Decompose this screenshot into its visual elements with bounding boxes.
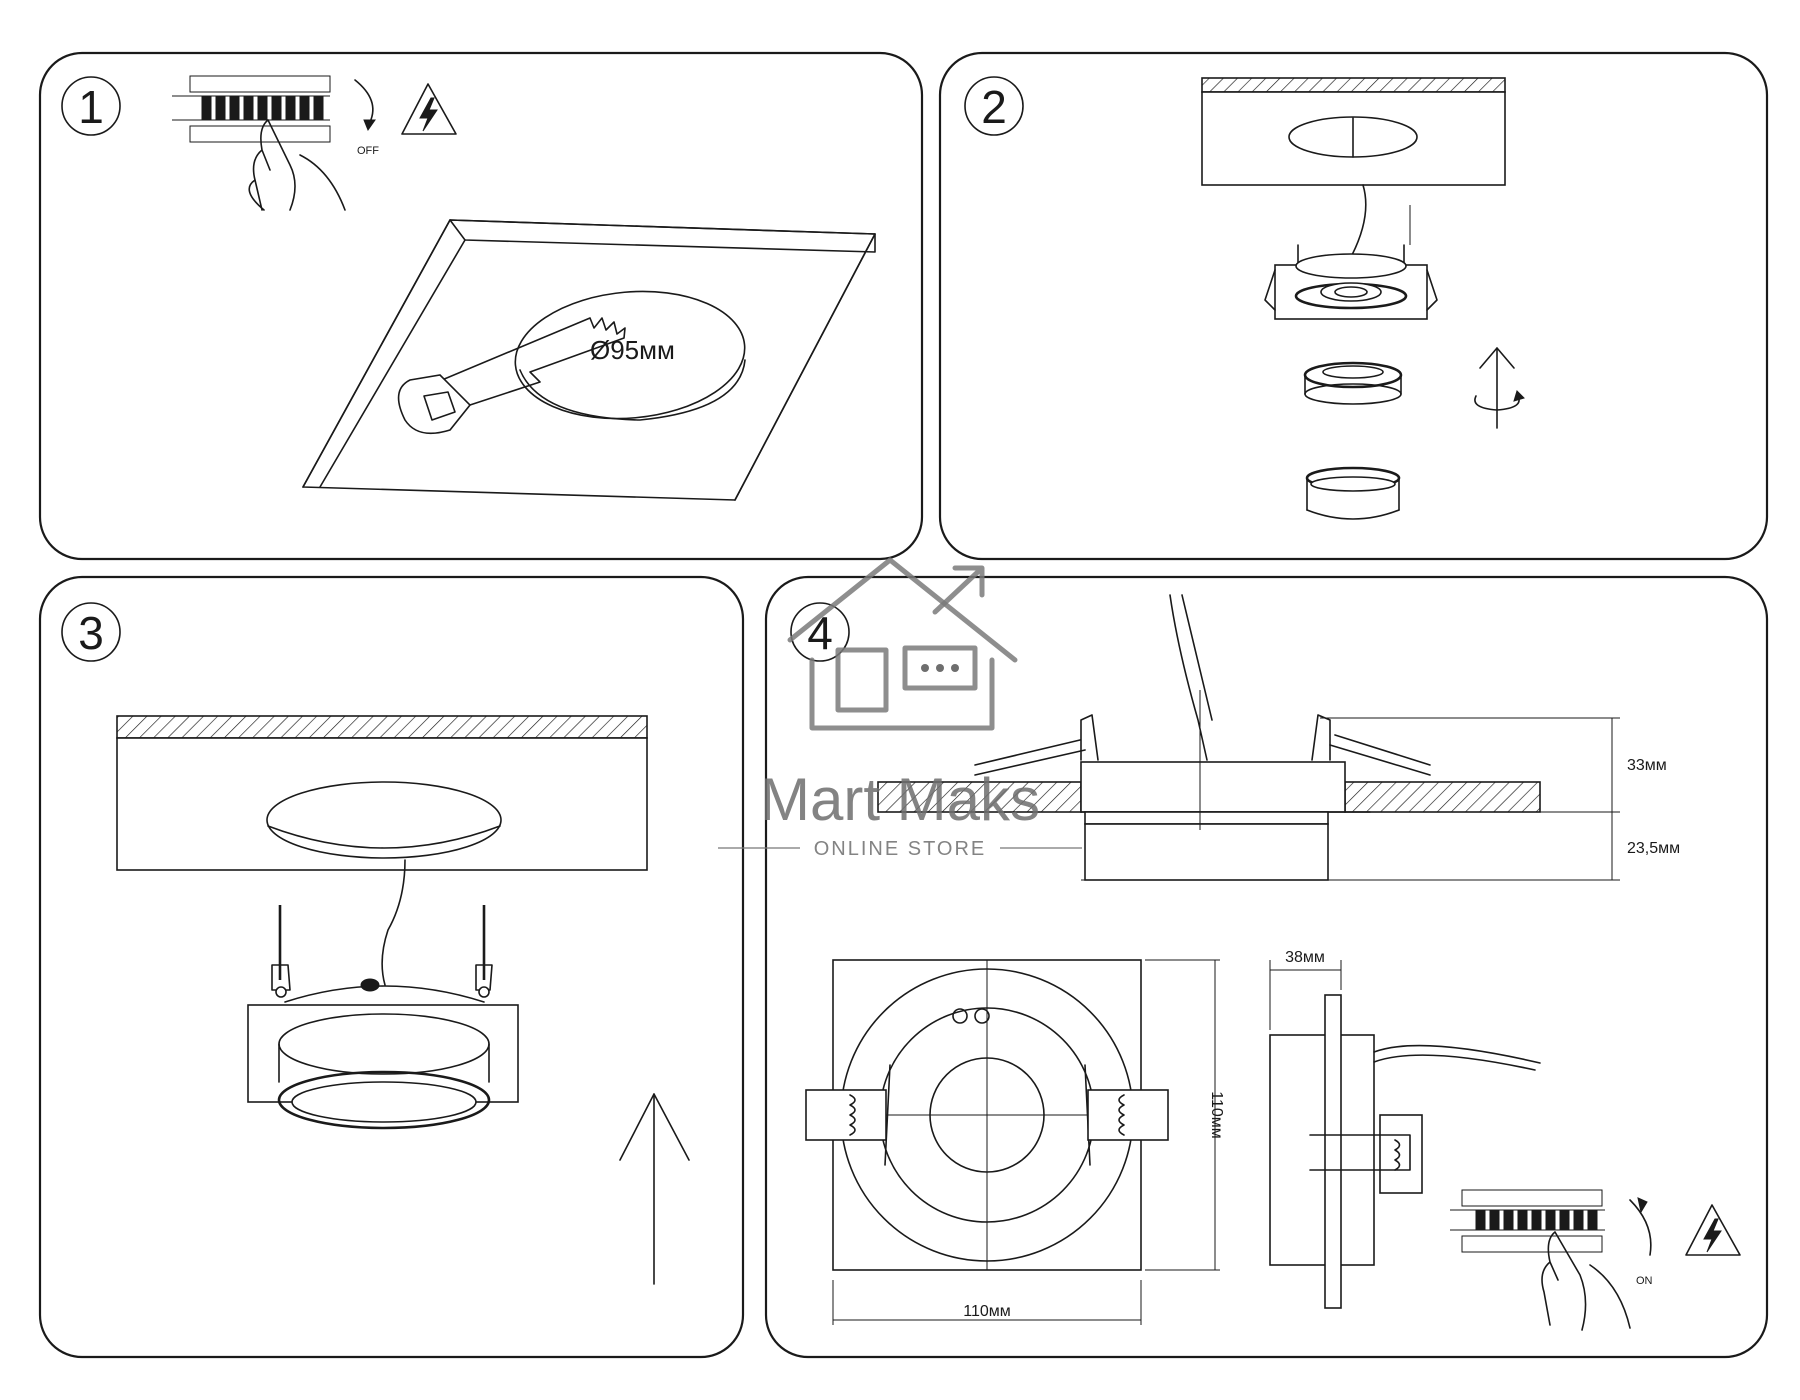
step-1-panel: 1 OFF xyxy=(38,51,924,561)
step-3-badge xyxy=(61,602,121,662)
ceiling-section xyxy=(116,715,648,871)
turn-off-arrow-icon xyxy=(354,79,374,123)
power-cable xyxy=(1351,184,1367,256)
cut-hole xyxy=(514,290,746,421)
push-up-arrow-icon xyxy=(619,1093,690,1285)
switch-on-label: ON xyxy=(1636,1275,1653,1287)
dim-side-depth: 38мм xyxy=(1285,949,1325,966)
watermark-brand: Mart Maks xyxy=(760,766,1040,833)
dim-height-bottom: 23,5мм xyxy=(1627,840,1680,857)
high-voltage-warning-icon xyxy=(1685,1204,1741,1256)
hand-icon xyxy=(248,119,346,211)
step-3-panel: 3 xyxy=(38,575,745,1359)
hand-icon xyxy=(1541,1231,1631,1331)
dim-height-top: 33мм xyxy=(1627,757,1667,774)
fixture-frame xyxy=(1264,244,1438,320)
step-4-panel: 4 33мм 23,5мм xyxy=(764,575,1769,1359)
step-4-badge xyxy=(790,602,850,662)
side-view xyxy=(1269,960,1541,1309)
breaker-panel-icon xyxy=(172,75,331,143)
dim-height: 110мм xyxy=(1208,1091,1225,1139)
fixture-frame xyxy=(247,978,519,1130)
high-voltage-warning-icon xyxy=(401,83,457,135)
watermark-tagline: ONLINE STORE xyxy=(814,838,987,860)
turn-on-arrow-icon xyxy=(1629,1199,1652,1256)
step-2-badge xyxy=(964,76,1024,136)
step-1-number: 1 xyxy=(78,81,104,133)
step-2-panel: 2 xyxy=(938,51,1769,561)
rotate-up-arrow-icon xyxy=(1474,347,1525,429)
step-2-number: 2 xyxy=(981,81,1007,133)
power-cable xyxy=(381,859,406,986)
ceiling-board xyxy=(302,219,876,501)
gu10-lamp xyxy=(1303,361,1403,405)
house-logo-icon xyxy=(787,557,1018,731)
installed-cross-section xyxy=(877,594,1620,881)
front-view xyxy=(805,959,1220,1325)
spring-clips xyxy=(271,905,493,998)
watermark: Mart Maks ONLINE STORE xyxy=(718,557,1082,860)
ceiling-section xyxy=(1201,77,1506,186)
breaker-panel-icon xyxy=(1450,1189,1605,1253)
switch-off-label: OFF xyxy=(357,145,379,157)
step-3-number: 3 xyxy=(78,607,104,659)
dim-width: 110мм xyxy=(963,1303,1011,1320)
saw-icon xyxy=(397,317,626,435)
step-1-badge xyxy=(61,76,121,136)
hole-diameter-label: Ø95мм xyxy=(590,335,675,365)
decorative-ring xyxy=(1305,466,1401,520)
